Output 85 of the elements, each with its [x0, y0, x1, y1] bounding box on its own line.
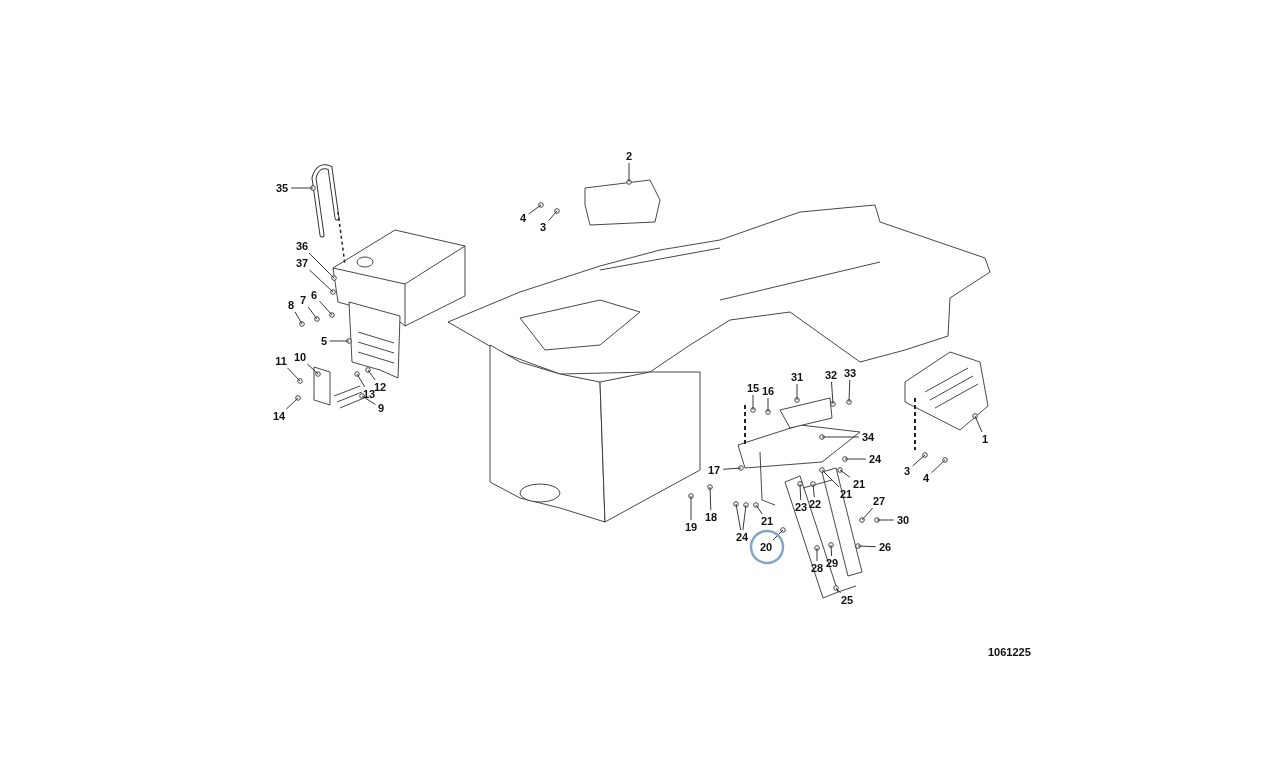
leader-line [709, 486, 712, 511]
callout-number: 14 [272, 409, 286, 423]
callout-number: 8 [287, 298, 295, 312]
leader-line [830, 544, 833, 557]
leader-line [796, 383, 798, 401]
callout-number: 3 [903, 464, 911, 478]
callout-number: 2 [625, 149, 633, 163]
callout-number: 18 [704, 510, 718, 524]
leader-line [912, 454, 926, 467]
callout-number: 7 [299, 293, 307, 307]
callout-number: 26 [878, 540, 892, 554]
leader-line [767, 397, 769, 413]
callout-number: 28 [810, 561, 824, 575]
callout-number: 21 [839, 487, 853, 501]
callout-number: 29 [825, 556, 839, 570]
callout-number: 1 [981, 432, 989, 446]
callout-number: 24 [868, 452, 882, 466]
callout-number: 5 [320, 334, 328, 348]
leader-line [329, 340, 350, 342]
leader-line [308, 252, 335, 279]
drawing-number: 1061225 [988, 646, 1031, 658]
leader-line [931, 459, 946, 474]
callout-number: 23 [794, 500, 808, 514]
callout-number: 32 [824, 368, 838, 382]
leader-line [844, 458, 867, 460]
leader-line [821, 469, 840, 488]
callout-number: 9 [377, 401, 385, 415]
leader-line [755, 504, 763, 515]
leader-line [290, 187, 314, 189]
callout-number: 10 [293, 350, 307, 364]
leader-line [628, 162, 630, 183]
callout-number: 6 [310, 288, 318, 302]
callout-number: 22 [808, 497, 822, 511]
callout-number: 25 [840, 593, 854, 607]
leader-line [839, 469, 851, 478]
callout-number: 30 [896, 513, 910, 527]
callout-number: 37 [295, 256, 309, 270]
callout-number: 33 [843, 366, 857, 380]
leader-line [752, 394, 754, 411]
leader-line [287, 367, 301, 382]
leader-line [799, 483, 802, 501]
leader-line [812, 483, 815, 498]
callout-number: 16 [761, 384, 775, 398]
callout-number: 34 [861, 430, 875, 444]
callout-number: 4 [519, 211, 527, 225]
callout-number: 36 [295, 239, 309, 253]
leader-line [367, 369, 376, 381]
leader-line [848, 379, 851, 403]
callout-number: 4 [922, 471, 930, 485]
leader-line [876, 519, 895, 521]
callout-number: 21 [760, 514, 774, 528]
leader-line [831, 381, 834, 405]
leader-line [319, 300, 333, 316]
callout-number: 27 [872, 494, 886, 508]
leader-line [690, 495, 692, 521]
leader-line [306, 363, 319, 375]
leader-line [361, 395, 376, 405]
leader-line [735, 503, 742, 531]
leader-line [835, 587, 842, 594]
leader-line [722, 467, 742, 470]
leader-line [356, 373, 366, 388]
leader-line [742, 504, 747, 531]
callout-number: 11 [275, 354, 287, 368]
leader-line [821, 436, 860, 438]
leader-line [772, 529, 784, 541]
callout-number: 20 [759, 540, 773, 554]
leader-line [307, 306, 318, 320]
callout-number: 21 [852, 477, 866, 491]
leader-line [861, 507, 874, 521]
callout-number: 17 [707, 463, 721, 477]
leader-line [285, 397, 299, 410]
leader-line [974, 415, 983, 433]
leader-line [309, 269, 334, 293]
callout-number: 24 [735, 530, 749, 544]
callout-number: 31 [790, 370, 804, 384]
leader-line [857, 545, 877, 548]
callout-number: 19 [684, 520, 698, 534]
leader-line [816, 547, 818, 562]
callout-number: 15 [746, 381, 760, 395]
leader-line [548, 210, 558, 222]
callout-number: 13 [362, 387, 376, 401]
leader-line [528, 204, 542, 215]
leader-line [294, 311, 303, 325]
callout-number: 3 [539, 220, 547, 234]
callout-number: 35 [275, 181, 289, 195]
